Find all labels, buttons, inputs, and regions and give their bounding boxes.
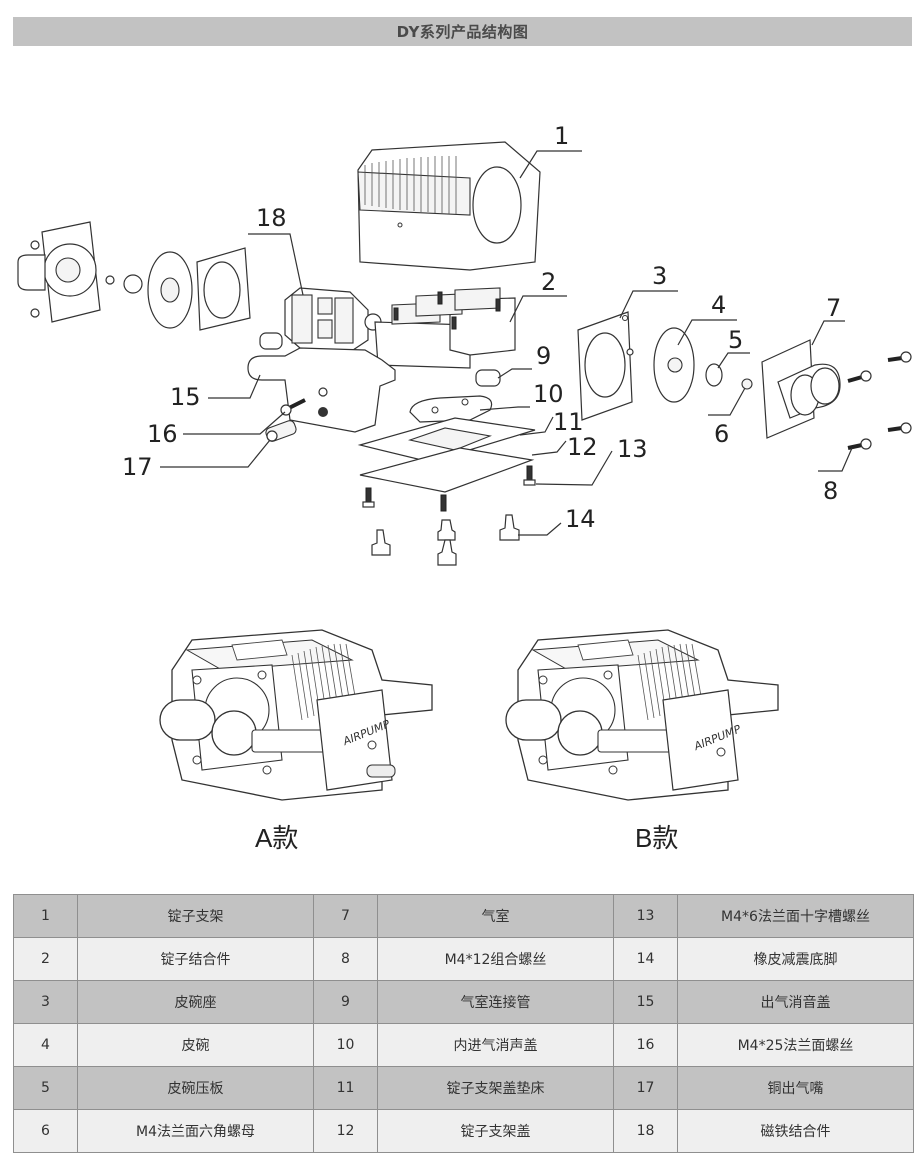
part-name-cell: 锭子支架 (77, 894, 314, 938)
callout-18: 18 (256, 204, 287, 232)
part-8-screws (847, 351, 912, 450)
part-5-cup-press-plate (705, 363, 723, 387)
part-number-cell: 8 (313, 937, 378, 981)
callout-6: 6 (714, 420, 729, 448)
part-number-cell: 12 (313, 1109, 378, 1153)
part-2-stator-assembly (374, 287, 516, 369)
callout-labels: 1 2 3 4 5 6 7 8 9 10 11 12 13 14 15 16 1… (122, 122, 841, 533)
callout-14: 14 (565, 505, 596, 533)
callout-10: 10 (533, 380, 564, 408)
part-15-exhaust-muffler-cover (247, 347, 396, 433)
callout-1: 1 (554, 122, 569, 150)
variant-a-pump: AIRPUMP (159, 629, 433, 801)
variant-a-label: A款 (255, 823, 299, 853)
part-number-cell: 9 (313, 980, 378, 1024)
part-number-cell: 4 (13, 1023, 78, 1067)
part-9-chamber-tube (259, 332, 501, 387)
part-name-cell: 气室 (377, 894, 614, 938)
part-3-cup-seat (577, 311, 634, 421)
variant-a-outlet-nozzle (366, 764, 396, 778)
callout-9: 9 (536, 342, 551, 370)
part-number-cell: 10 (313, 1023, 378, 1067)
part-number-cell: 6 (13, 1109, 78, 1153)
part-name-cell: M4*12组合螺丝 (377, 937, 614, 981)
part-10-intake-muffler-cover (409, 395, 493, 423)
callout-16: 16 (147, 420, 178, 448)
exploded-diagram: 1 2 3 4 5 6 7 8 9 10 11 12 13 14 15 16 1… (17, 122, 912, 566)
part-name-cell: M4法兰面六角螺母 (77, 1109, 314, 1153)
callout-15: 15 (170, 383, 201, 411)
callout-5: 5 (728, 326, 743, 354)
assembled-variants: AIRPUMP AIRPUMP (159, 629, 779, 801)
part-1-stator-bracket (357, 141, 541, 271)
leader-lines (160, 150, 853, 536)
part-number-cell: 2 (13, 937, 78, 981)
part-4-cup (653, 327, 695, 403)
part-number-cell: 13 (613, 894, 678, 938)
part-14-rubber-feet (371, 514, 520, 566)
part-number-cell: 1 (13, 894, 78, 938)
callout-13: 13 (617, 435, 648, 463)
part-name-cell: 锭子支架盖垫床 (377, 1066, 614, 1110)
part-name-cell: M4*6法兰面十字槽螺丝 (677, 894, 914, 938)
part-number-cell: 16 (613, 1023, 678, 1067)
part-name-cell: 出气消音盖 (677, 980, 914, 1024)
part-name-cell: 内进气消声盖 (377, 1023, 614, 1067)
part-name-cell: 皮碗 (77, 1023, 314, 1067)
part-13-screws (362, 465, 536, 512)
callout-12: 12 (567, 433, 598, 461)
part-number-cell: 15 (613, 980, 678, 1024)
part-number-cell: 7 (313, 894, 378, 938)
part-number-cell: 18 (613, 1109, 678, 1153)
part-name-cell: 皮碗压板 (77, 1066, 314, 1110)
page-title-bar: DY系列产品结构图 (13, 17, 912, 46)
part-name-cell: 橡皮减震底脚 (677, 937, 914, 981)
left-pump-head (17, 221, 251, 331)
part-16-screw (280, 398, 306, 416)
variant-b-label: B款 (635, 823, 679, 853)
part-number-cell: 3 (13, 980, 78, 1024)
part-17-brass-nozzle (265, 420, 297, 442)
callout-3: 3 (652, 262, 667, 290)
part-name-cell: 气室连接管 (377, 980, 614, 1024)
callout-11: 11 (553, 408, 584, 436)
part-name-cell: 铜出气嘴 (677, 1066, 914, 1110)
part-name-cell: 锭子支架盖 (377, 1109, 614, 1153)
part-7-air-chamber (761, 339, 841, 439)
part-number-cell: 11 (313, 1066, 378, 1110)
callout-17: 17 (122, 453, 153, 481)
part-6-hex-nut (741, 378, 753, 390)
part-name-cell: 锭子结合件 (77, 937, 314, 981)
part-number-cell: 5 (13, 1066, 78, 1110)
callout-7: 7 (826, 294, 841, 322)
part-number-cell: 14 (613, 937, 678, 981)
part-12-bracket-cover (359, 447, 535, 493)
callout-2: 2 (541, 268, 556, 296)
part-number-cell: 17 (613, 1066, 678, 1110)
part-11-bracket-gasket (357, 417, 536, 463)
part-name-cell: M4*25法兰面螺丝 (677, 1023, 914, 1067)
part-name-cell: 皮碗座 (77, 980, 314, 1024)
part-name-cell: 磁铁结合件 (677, 1109, 914, 1153)
part-18-magnet-assembly (284, 287, 382, 353)
callout-4: 4 (711, 291, 726, 319)
variant-b-pump: AIRPUMP (505, 629, 779, 801)
page-title: DY系列产品结构图 (396, 23, 529, 41)
callout-8: 8 (823, 477, 838, 505)
